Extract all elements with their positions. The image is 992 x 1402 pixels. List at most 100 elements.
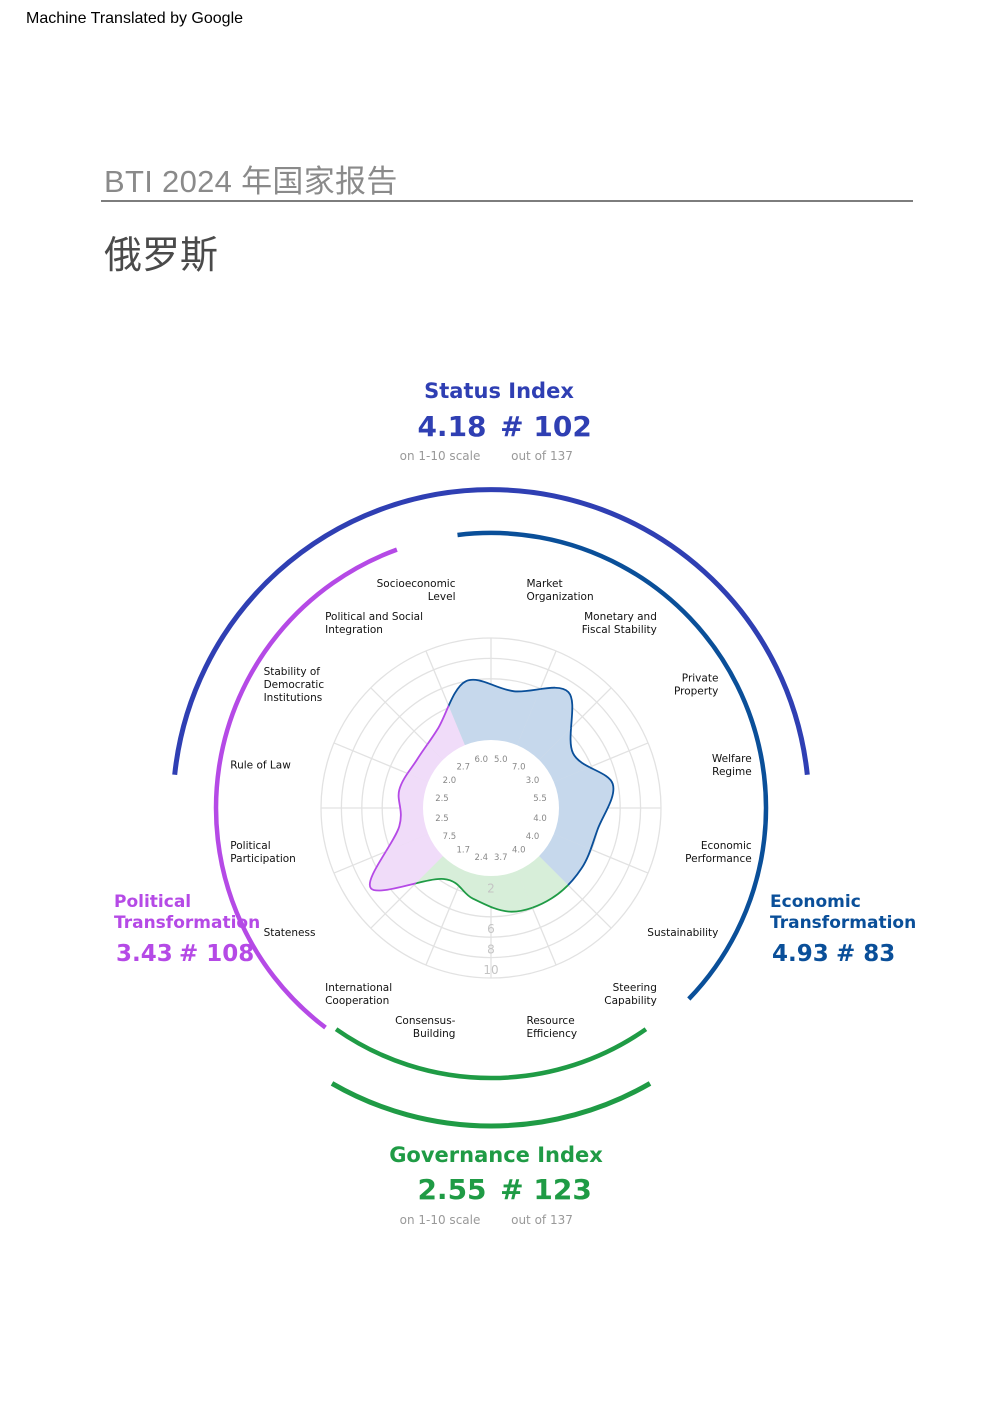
criterion-label-line: Integration (325, 624, 383, 636)
governance-index-rank: # 123 (500, 1173, 592, 1206)
criterion-label-line: Political (230, 840, 270, 852)
area-wedge (369, 679, 491, 808)
criterion-label-line: Efficiency (527, 1028, 578, 1040)
value-label: 5.0 (494, 755, 508, 765)
scale-label: 2 (487, 881, 495, 895)
criterion-label-line: Welfare (712, 753, 752, 765)
value-label: 7.5 (443, 832, 457, 842)
criterion-label-line: Capability (604, 995, 657, 1007)
value-label: 5.5 (533, 794, 547, 804)
value-label: 4.0 (533, 814, 547, 824)
value-label: 2.5 (435, 794, 449, 804)
governance-index-rank-note: out of 137 (511, 1213, 573, 1227)
criterion-label-line: Property (674, 686, 718, 698)
criterion-label-line: Stability of (264, 666, 321, 678)
criterion-label-line: Cooperation (325, 995, 389, 1007)
economic-transformation-arc (457, 530, 769, 1001)
scale-label: 6 (487, 922, 495, 936)
political-transformation-title-2: Transformation (114, 913, 260, 933)
scale-label: 8 (487, 943, 495, 957)
political-transformation-rank: # 108 (179, 941, 254, 967)
area-wedge (369, 808, 491, 912)
governance-inner-arc (334, 1027, 648, 1081)
radar-areas (368, 678, 615, 913)
economic-transformation-title-1: Economic (770, 892, 861, 912)
country-name: 俄罗斯 (104, 235, 219, 277)
criterion-label: Consensus-Building (395, 1015, 456, 1040)
area-outline (491, 678, 615, 808)
value-label: 2.7 (456, 762, 470, 772)
value-label: 4.0 (512, 846, 526, 856)
area-outline (368, 808, 491, 913)
criterion-label-line: Private (682, 673, 719, 685)
criterion-label-line: Political and Social (325, 611, 423, 623)
criterion-label-line: Institutions (264, 692, 323, 704)
status-index-rank: # 102 (500, 410, 592, 443)
criterion-label: Stateness (264, 927, 316, 939)
governance-index-score: 2.55 (417, 1173, 486, 1206)
value-labels: 5.07.03.05.54.04.04.03.72.41.77.52.52.52… (435, 755, 547, 863)
political-transformation-score: 3.43 (116, 941, 173, 967)
area-wedge (369, 808, 491, 912)
governance-index-arc (330, 1081, 652, 1129)
value-label: 1.7 (456, 846, 470, 856)
criterion-label-line: Participation (230, 853, 296, 865)
criterion-label-line: Market (527, 578, 563, 590)
criterion-label-line: Monetary and (584, 611, 657, 623)
criterion-label: Sustainability (647, 927, 718, 939)
area-wedge (491, 679, 614, 808)
criterion-label-line: International (325, 982, 392, 994)
index-arcs (172, 487, 810, 1129)
scale-labels: 2 6 8 10 (483, 881, 498, 977)
area-outline (368, 678, 492, 808)
area-outline-group (368, 678, 615, 913)
criterion-label-line: Fiscal Stability (582, 624, 657, 636)
criterion-label-line: Level (428, 591, 456, 603)
criterion-label-line: Building (413, 1028, 456, 1040)
political-transformation-title-1: Political (114, 892, 191, 912)
criterion-label-line: Organization (527, 591, 594, 603)
criterion-label-line: Stateness (264, 927, 316, 939)
criterion-label: Rule of Law (230, 759, 291, 771)
status-index-score: 4.18 (417, 410, 486, 443)
status-index-scale-note: on 1-10 scale (400, 449, 481, 463)
criterion-label-line: Resource (527, 1015, 575, 1027)
political-transformation-arc (213, 547, 398, 1030)
criterion-label-line: Performance (685, 853, 752, 865)
criterion-label-line: Steering (613, 982, 657, 994)
criterion-label-line: Socioeconomic (377, 578, 456, 590)
machine-translation-banner: Machine Translated by Google (26, 10, 244, 27)
criterion-label-line: Consensus- (395, 1015, 456, 1027)
value-label: 2.4 (474, 853, 488, 863)
economic-transformation-rank: # 83 (836, 941, 895, 967)
status-index-arc (172, 487, 810, 776)
governance-index-title: Governance Index (389, 1143, 603, 1167)
status-index-rank-note: out of 137 (511, 449, 573, 463)
economic-transformation-score: 4.93 (772, 941, 829, 967)
value-label: 3.7 (494, 853, 508, 863)
area-wedge (491, 679, 614, 808)
criterion-label-line: Regime (712, 766, 752, 778)
criterion-label-line: Economic (701, 840, 752, 852)
title-divider (101, 200, 913, 202)
area-wedge (491, 679, 614, 808)
scale-label: 10 (483, 963, 498, 977)
value-label: 6.0 (474, 755, 488, 765)
governance-index-scale-note: on 1-10 scale (400, 1213, 481, 1227)
economic-transformation-title-2: Transformation (770, 913, 916, 933)
value-label: 4.0 (526, 832, 540, 842)
value-label: 3.0 (526, 776, 540, 786)
criterion-label-line: Sustainability (647, 927, 718, 939)
value-label: 2.5 (435, 814, 449, 824)
